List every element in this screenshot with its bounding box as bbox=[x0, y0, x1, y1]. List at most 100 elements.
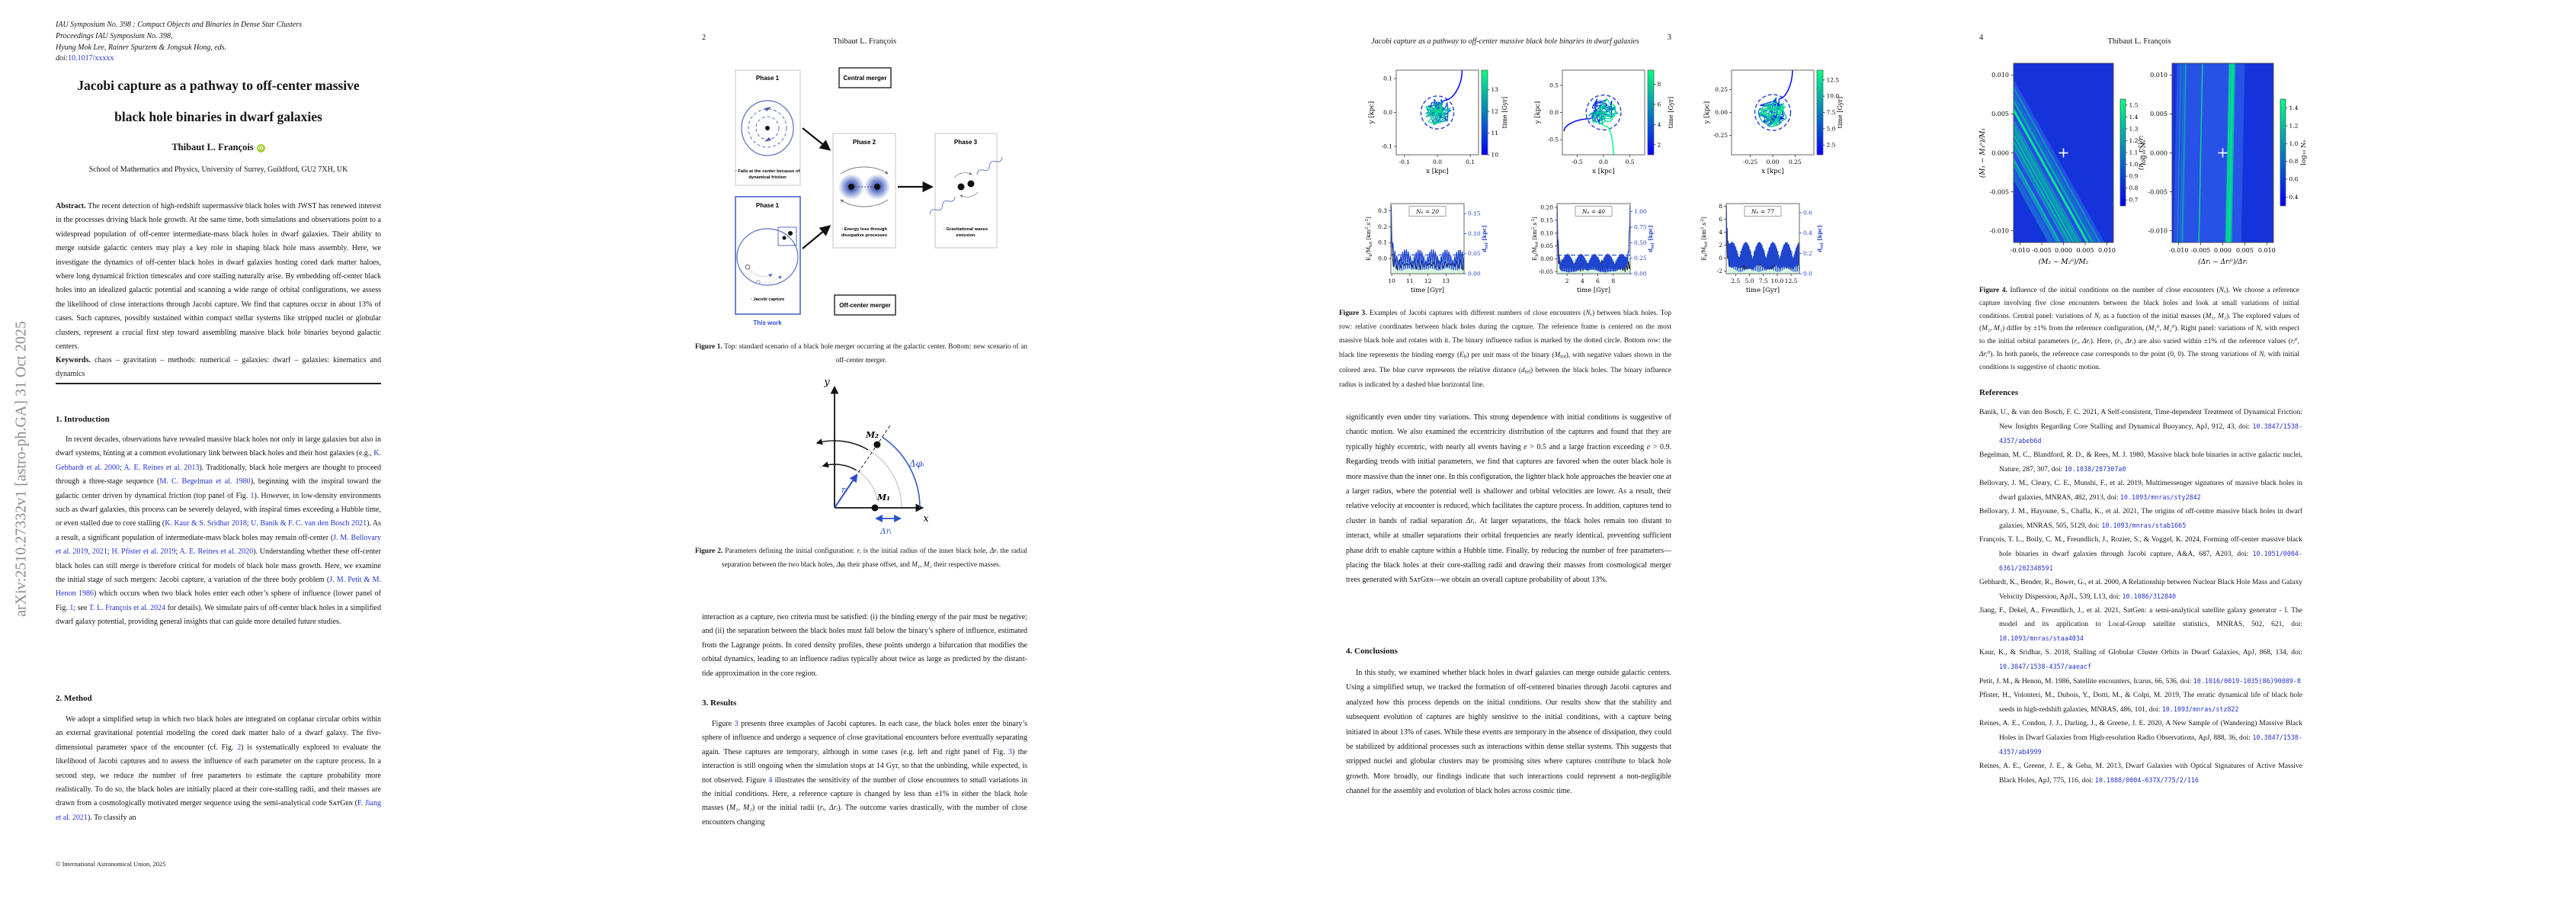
citation-link[interactable]: 4 bbox=[768, 775, 773, 785]
fig2-phase-offset-arc bbox=[882, 436, 921, 509]
svg-text:5.0: 5.0 bbox=[1827, 125, 1836, 132]
black-hole-open-dot bbox=[745, 264, 751, 270]
doi-link[interactable]: 10.1088/0004-637X/775/2/116 bbox=[2094, 776, 2199, 784]
black-hole-dot bbox=[848, 184, 854, 190]
citation-link[interactable]: 3 bbox=[734, 720, 739, 728]
svg-text:-0.010: -0.010 bbox=[1989, 227, 2009, 234]
fig1-central-merger-label: Central merger bbox=[844, 75, 887, 82]
doi-link[interactable]: 10.1093/mnras/sty2842 bbox=[2119, 493, 2201, 501]
doi-link[interactable]: 10.1017/xxxxx bbox=[68, 54, 114, 63]
doi-link[interactable]: 10.3847/1538-4357/abeb6d bbox=[1999, 422, 2302, 445]
fig2-m1-dot bbox=[871, 504, 879, 512]
svg-text:1.5: 1.5 bbox=[2129, 101, 2139, 108]
svg-text:1.1: 1.1 bbox=[2129, 149, 2139, 156]
arxiv-sidebar: arXiv:2510.27332v1 [astro-ph.GA] 31 Oct … bbox=[3, 114, 40, 824]
black-hole-open-dot bbox=[756, 280, 761, 284]
fig2-ri-arrow bbox=[834, 474, 858, 509]
doi-link[interactable]: 10.3847/1538-4357/ab4999 bbox=[1999, 734, 2302, 756]
page-number: 3 bbox=[1667, 34, 1671, 42]
svg-text:0.00: 0.00 bbox=[1540, 255, 1553, 262]
svg-text:4: 4 bbox=[1581, 278, 1584, 284]
doi-link[interactable]: 10.1038/287307a0 bbox=[2064, 465, 2126, 473]
svg-text:0.0: 0.0 bbox=[1378, 255, 1387, 262]
svg-text:-0.05: -0.05 bbox=[1539, 268, 1553, 275]
svg-text:0.25: 0.25 bbox=[1634, 255, 1647, 262]
section-heading-conclusions: 4. Conclusions bbox=[1346, 647, 1398, 656]
fig1-offcenter-merger-box: Off-center merger bbox=[834, 294, 896, 316]
svg-text:log₁₀ Nₑ: log₁₀ Nₑ bbox=[2140, 140, 2148, 165]
citation-link[interactable]: 2021 bbox=[91, 547, 107, 557]
svg-text:6: 6 bbox=[1596, 278, 1600, 284]
svg-text:y [kpc]: y [kpc] bbox=[1703, 101, 1711, 125]
fig2-x-axis-label: x bbox=[923, 513, 929, 525]
citation-link[interactable]: 1 bbox=[250, 491, 255, 500]
citation-link[interactable]: T. L. François et al. 2024 bbox=[88, 603, 166, 612]
citation-link[interactable]: K. Gebhardt et al. 2000 bbox=[56, 449, 381, 472]
reference-item: Gebhardt, K., Bender, R., Bower, G., et … bbox=[1979, 579, 2302, 601]
doi-link[interactable]: 10.1093/mnras/stab1665 bbox=[2101, 522, 2187, 529]
affiliation: School of Mathematics and Physics, Unive… bbox=[88, 165, 348, 174]
svg-text:0.010: 0.010 bbox=[2150, 72, 2167, 79]
svg-text:0.000: 0.000 bbox=[2055, 247, 2072, 254]
svg-text:0.1: 0.1 bbox=[1466, 159, 1475, 165]
citation-link[interactable]: J. M. Bellovary et al. 2019 bbox=[56, 533, 381, 557]
citation-link[interactable]: 2 bbox=[237, 743, 242, 752]
svg-text:(rᵢ − rᵢ⁰)/rᵢ: (rᵢ − rᵢ⁰)/rᵢ bbox=[2137, 136, 2145, 170]
doi-link[interactable]: 10.3847/1538-4357/aaeacf bbox=[1999, 663, 2092, 670]
svg-text:1.0: 1.0 bbox=[2129, 161, 2139, 168]
orcid-icon[interactable]: iD bbox=[256, 144, 265, 152]
svg-text:0.5: 0.5 bbox=[1626, 159, 1635, 165]
svg-text:5.0: 5.0 bbox=[1745, 278, 1754, 284]
citation-link[interactable]: K. Kaur & S. Sridhar 2018 bbox=[165, 519, 247, 528]
fig2-ri-label: rᵢ bbox=[841, 485, 847, 495]
svg-text:-0.010: -0.010 bbox=[2010, 247, 2030, 254]
citation-link[interactable]: M. C. Begelman et al. 1980 bbox=[159, 477, 251, 486]
doi-link[interactable]: 10.1051/0004-6361/202348591 bbox=[1999, 550, 2302, 572]
svg-text:-0.010: -0.010 bbox=[2148, 227, 2167, 234]
citation-link[interactable]: H. Pfister et al. 2019 bbox=[111, 547, 176, 557]
running-head: Jacobi capture as a pathway to off-cente… bbox=[1339, 34, 1671, 47]
svg-text:1.0: 1.0 bbox=[2289, 140, 2299, 147]
citation-link[interactable]: F. Jiang et al. 2021 bbox=[56, 799, 381, 822]
svg-text:(M₁ − M₁⁰)/M₁: (M₁ − M₁⁰)/M₁ bbox=[1978, 128, 1987, 178]
svg-text:0.8: 0.8 bbox=[2289, 158, 2299, 165]
citation-link[interactable]: 3 bbox=[1008, 747, 1013, 756]
citation-link[interactable]: U. Banik & F. C. van den Bosch 2021 bbox=[251, 519, 367, 528]
citation-link[interactable]: A. E. Reines et al. 2013 bbox=[123, 463, 200, 472]
fig1-phase1-bottom-label: Phase 1 bbox=[756, 202, 780, 209]
fig2-m1-label: M₁ bbox=[876, 493, 890, 502]
doi-link[interactable]: 10.1086/312840 bbox=[2122, 592, 2177, 600]
svg-text:8: 8 bbox=[1658, 81, 1661, 88]
doi-link[interactable]: 10.1093/mnras/staa4034 bbox=[1999, 634, 2084, 642]
svg-text:0.1: 0.1 bbox=[1378, 239, 1387, 246]
black-hole-dot bbox=[967, 180, 975, 188]
svg-text:10: 10 bbox=[1388, 278, 1395, 284]
svg-text:0.6: 0.6 bbox=[2289, 176, 2299, 183]
fig1-flow-arrows bbox=[802, 127, 934, 249]
svg-text:6: 6 bbox=[1719, 216, 1722, 223]
fig1-this-work-label: This work bbox=[753, 319, 782, 326]
fig1-phase2-label: Phase 2 bbox=[853, 139, 876, 146]
section-heading-method: 2. Method bbox=[56, 694, 92, 703]
citation-link[interactable]: J. M. Petit & M. Henon 1986 bbox=[56, 576, 381, 599]
header-line: Proceedings IAU Symposium No. 398, bbox=[56, 31, 173, 40]
svg-text:-0.1: -0.1 bbox=[1399, 159, 1410, 165]
svg-text:1.2: 1.2 bbox=[2289, 123, 2299, 130]
doi-link[interactable]: 10.1093/mnras/stz822 bbox=[2161, 705, 2239, 713]
proceedings-header: IAU Symposium No. 398 : Compact Objects … bbox=[56, 20, 381, 65]
svg-text:time [Gyr]: time [Gyr] bbox=[1837, 97, 1844, 129]
svg-text:time [Gyr]: time [Gyr] bbox=[1411, 287, 1444, 294]
svg-text:0.00: 0.00 bbox=[1634, 271, 1647, 278]
reference-item: Reines, A. E., Greene, J. E., & Geha, M.… bbox=[1979, 762, 2302, 785]
svg-text:0.5: 0.5 bbox=[1549, 82, 1559, 88]
keywords: Keywords. chaos – gravitation – methods:… bbox=[56, 356, 382, 379]
doi-link[interactable]: 10.1016/0019-1035(86)90089-8 bbox=[2193, 677, 2301, 685]
svg-text:time [Gyr]: time [Gyr] bbox=[1746, 287, 1780, 294]
svg-text:-0.25: -0.25 bbox=[1713, 132, 1728, 139]
svg-text:2: 2 bbox=[1658, 141, 1661, 148]
running-head: 4 Thibaut L. François bbox=[1979, 34, 2299, 47]
citation-link[interactable]: A. E. Reines et al. 2020 bbox=[179, 547, 254, 557]
citation-link[interactable]: 1 bbox=[69, 603, 74, 612]
fig1-caption-dynamical-friction-2: dynamical friction bbox=[748, 175, 787, 180]
